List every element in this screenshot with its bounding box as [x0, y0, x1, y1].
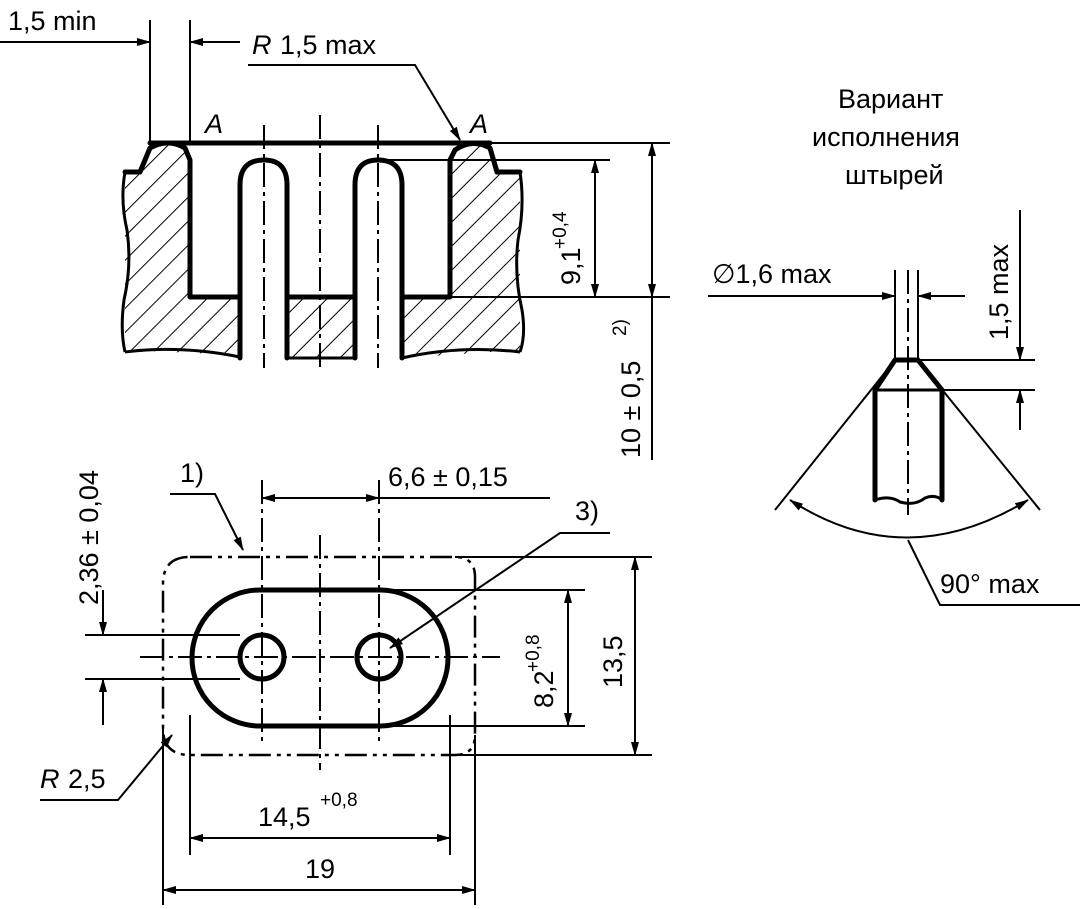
inner-depth-tolerance: +0,4	[550, 211, 571, 249]
total-depth-note: 2)	[610, 319, 631, 336]
opening-height-tolerance: +0,8	[523, 634, 544, 672]
pin-diameter-label: ∅1,6 max	[712, 259, 832, 289]
edge-a-right: A	[468, 109, 488, 139]
section-view: 1,5 min R 1,5 max A A 9,1 +0,4 10 ± 0,5 …	[0, 6, 670, 460]
pin-left	[237, 157, 290, 361]
variant-title-line2: исполнения	[812, 122, 960, 152]
pin-variant-view: Вариант исполнения штырей ∅1,6 max 1,5 m…	[708, 84, 1080, 606]
total-depth-label: 10 ± 0,5	[616, 361, 646, 458]
pin-diameter-tolerance-label: 2,36 ± 0,04	[74, 470, 104, 605]
pin-spacing-label: 6,6 ± 0,15	[388, 462, 508, 492]
note-3-label: 3)	[575, 496, 599, 526]
inner-depth-label: 9,1	[556, 247, 586, 285]
socket-body-hatched	[125, 143, 240, 355]
note-1-label: 1)	[180, 458, 204, 488]
outline-height-label: 13,5	[598, 635, 628, 688]
min-gap-label: 1,5 min	[8, 6, 97, 36]
radius-small-label: 2,5	[68, 764, 106, 794]
variant-title-line3: штырей	[845, 160, 944, 190]
plan-view: 6,6 ± 0,15 1) 3) 2,36 ± 0,04 8,2 +0,8 13…	[40, 458, 652, 905]
radius-small-prefix: R	[40, 764, 60, 794]
opening-width-tolerance: +0,8	[320, 790, 358, 811]
variant-title-line1: Вариант	[838, 84, 943, 114]
outline-width-label: 19	[305, 854, 335, 884]
chamfer-length-label: 1,5 max	[984, 243, 1014, 340]
pin-variant-body	[872, 357, 945, 503]
radius-max-label: 1,5 max	[280, 30, 377, 60]
edge-a-left: A	[203, 109, 223, 139]
radius-max-prefix: R	[252, 30, 272, 60]
opening-height-label: 8,2	[529, 670, 559, 708]
angle-label: 90° max	[940, 569, 1040, 599]
pin-right	[352, 157, 405, 361]
opening-width-label: 14,5	[258, 802, 311, 832]
